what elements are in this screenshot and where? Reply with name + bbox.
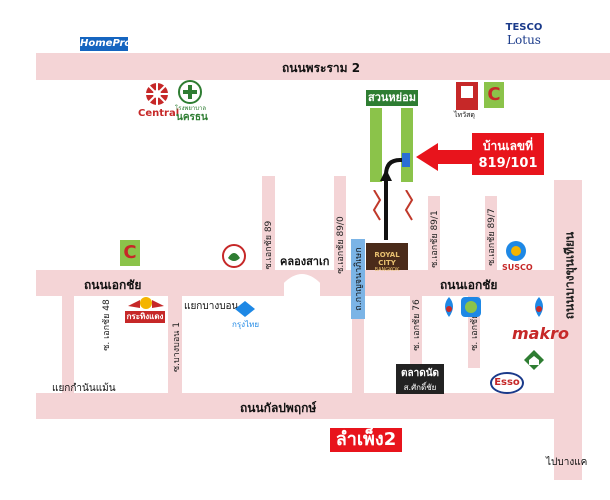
canal-bridge	[282, 270, 322, 296]
bang-khun-thian-label: ถนนบางขุนเทียน	[562, 231, 577, 320]
home-store-icon	[524, 350, 544, 370]
thaiwatsadu-logo	[456, 82, 478, 110]
yaek-bang-bon-label: แยกบางบอน	[184, 301, 239, 312]
royal-city-logo: ROYAL CITY BANGKOK	[366, 243, 408, 273]
soi-89-1-label: ซ.เอกชัย 89/1	[430, 210, 440, 268]
lotus-label: Lotus	[507, 33, 541, 47]
hospital-name-label: นครธน	[176, 112, 208, 123]
big-c-left-logo: C	[120, 240, 140, 266]
road-ekkachai-label-right: ถนนเอกชัย	[440, 278, 498, 292]
big-c-top-logo: C	[484, 82, 504, 108]
krungthai-label: กรุงไทย	[232, 320, 260, 329]
hospital-label: โรงพยาบาล	[175, 105, 207, 112]
road-ekkachai-label-left: ถนนเอกชัย	[84, 278, 142, 292]
tesco-label: TESCO	[505, 22, 543, 33]
tha-kham-label: ถ.กาญจนาภิเษก	[351, 239, 365, 319]
park-strip-left	[370, 108, 382, 182]
thaiwatsadu-house-icon	[461, 86, 473, 98]
soi-89-0-label: ซ.เอกชัย 89/0	[336, 216, 346, 274]
route-arrow	[380, 153, 410, 240]
yaek-kamnan-maen-label: แยกกำนันแม้น	[52, 383, 116, 394]
road-kanlapaphruek-label: ถนนกัลปพฤกษ์	[240, 401, 317, 415]
soi-76-label: ซ. เอกชัย 76	[412, 299, 422, 351]
road-tha-kham	[352, 296, 364, 396]
destination-line2: 819/101	[478, 156, 538, 171]
tesco-lotus-logo: TESCO Lotus	[502, 22, 546, 47]
road-soi-bang-bon-1	[168, 296, 182, 394]
suan-hom-sign: สวนหย่อม	[366, 90, 418, 106]
soi-89-label: ซ.เอกชัย 89	[264, 220, 274, 270]
soi-bang-bon-1-label: ซ.บางบอน 1	[172, 322, 182, 372]
soi-48-label: ซ. เอกชัย 48	[102, 299, 112, 351]
road-soi-89-0	[334, 176, 346, 272]
royal-city-sub: BANGKOK	[374, 267, 400, 273]
royal-city-name: ROYAL CITY	[374, 251, 400, 267]
ptt-station-icon-2	[535, 297, 543, 317]
pai-bang-khae-label: ไปบางแค	[546, 457, 588, 468]
kasikorn-bank-icon	[222, 244, 246, 268]
road-soi-89-1	[428, 196, 440, 272]
ptt-station-icon	[445, 297, 453, 317]
soi-89-7-label: ซ.เอกชัย 89/7	[487, 208, 497, 266]
market-label-2: ส.ศักดิ์ชัย	[403, 383, 437, 392]
road-rama2-label: ถนนพระราม 2	[282, 61, 361, 75]
market-sign: ตลาดนัด ส.ศักดิ์ชัย	[396, 364, 444, 394]
esso-logo: Esso	[490, 372, 524, 394]
red-bull-icon	[128, 297, 164, 309]
susco-icon	[506, 241, 526, 261]
red-bull-label: กระทิงแดง	[125, 311, 165, 323]
road-rama2	[36, 53, 610, 80]
road-bang-khun-thian	[554, 180, 582, 480]
road-soi-89	[262, 176, 275, 272]
destination-arrow-icon	[416, 143, 476, 171]
road-kanlapaphruek	[36, 393, 554, 419]
road-soi-76	[410, 296, 422, 368]
road-soi-89-7	[485, 196, 497, 272]
central-label: Central	[138, 108, 180, 119]
homepro-logo: HomePro	[80, 37, 132, 51]
destination-box: บ้านเลขที่ 819/101	[472, 133, 544, 175]
market-label: ตลาดนัด	[400, 368, 440, 379]
central-logo-icon	[145, 82, 169, 106]
hospital-cross-icon	[178, 80, 202, 104]
zigzag-decor	[372, 190, 414, 221]
bangchak-station-icon	[461, 297, 481, 317]
destination-line1: บ้านเลขที่	[482, 139, 534, 153]
krungthai-bank-icon	[235, 301, 255, 317]
susco-label: SUSCO	[502, 263, 533, 272]
khlong-sawake-label: คลองสาเก	[280, 255, 330, 268]
road-soi-48	[62, 296, 74, 394]
thaiwatsadu-label: ไทวัสดุ	[454, 111, 475, 119]
makro-logo: makro	[512, 324, 569, 343]
lamphueng-2-logo: ลำเพ็ง2	[330, 428, 402, 452]
